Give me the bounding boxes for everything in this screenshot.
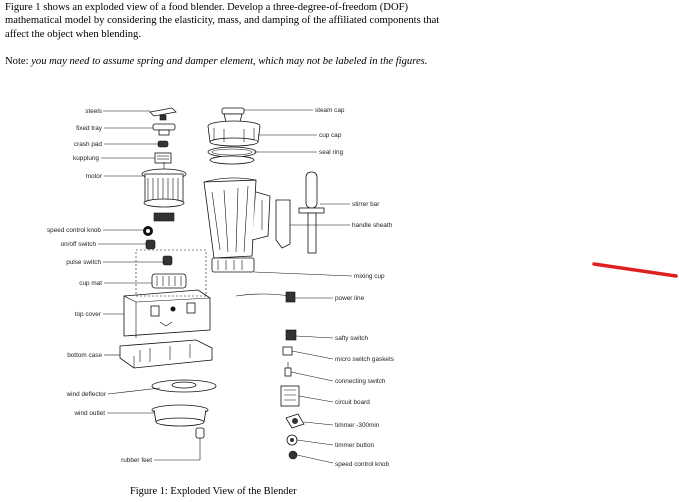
label-connecting-switch: connecting switch	[335, 378, 386, 385]
label-safty-switch: safty switch	[335, 335, 368, 342]
label-timmer-button: timmer button	[335, 442, 375, 449]
label-micro-switch-gaskets: micro switch gaskets	[335, 356, 394, 363]
note-label: Note:	[5, 56, 29, 67]
onoff-switch-part	[145, 239, 156, 250]
timmer-part	[285, 413, 305, 429]
label-stirrer-bar: stirrer bar	[352, 201, 380, 208]
pulse-switch-part	[162, 255, 173, 266]
figure-caption: Figure 1: Exploded View of the Blender	[130, 486, 297, 497]
note-text: you may need to assume spring and damper…	[31, 56, 428, 67]
label-pulse-switch: pulse switch	[66, 259, 101, 266]
circuit-board-part	[280, 385, 300, 407]
label-bottom-case: bottom case	[67, 352, 102, 359]
label-cup-mat: cup mat	[79, 280, 102, 287]
label-top-cover: top cover	[75, 311, 102, 318]
label-timmer: timmer -300min	[335, 422, 380, 429]
micro-switch-gaskets-part	[282, 346, 293, 356]
top-cover-part	[123, 249, 211, 338]
label-mixing-cup: mixing cup	[354, 273, 385, 280]
wind-deflector-part	[151, 379, 217, 393]
red-annotation-stroke	[592, 262, 678, 278]
cup-cap-part	[207, 120, 261, 147]
label-steels: steels	[85, 108, 102, 115]
cup-mat-part	[151, 273, 187, 289]
label-kupplung: kupplung	[73, 155, 99, 162]
label-crash-pad: crash pad	[74, 141, 103, 148]
mixing-cup-part	[203, 177, 271, 273]
label-wind-outlet: wind outlet	[73, 410, 105, 417]
label-motor: motor	[86, 173, 103, 180]
wind-outlet-part	[151, 404, 209, 427]
fixed-tray-part	[152, 123, 176, 136]
connecting-switch-part	[284, 362, 292, 377]
label-speed-control-knob-left: speed control knob	[47, 227, 101, 234]
label-cup-cap: cup cap	[319, 132, 342, 139]
label-power-line: power line	[335, 295, 365, 302]
label-handle-sheath: handle sheath	[352, 222, 393, 229]
stirrer-bar-part	[298, 171, 325, 254]
note-line: Note: you may need to assume spring and …	[5, 55, 427, 68]
steels-part	[149, 107, 177, 121]
safty-switch-part	[285, 329, 297, 341]
motor-part	[141, 162, 187, 222]
label-speed-control-knob-right: speed control knob	[335, 461, 389, 468]
label-fixed-tray: fixed tray	[76, 125, 103, 132]
problem-paragraph: Figure 1 shows an exploded view of a foo…	[5, 2, 440, 40]
label-seal-ring: seal ring	[319, 149, 344, 156]
speed-knob-part-right	[288, 450, 298, 460]
kupplung-part	[154, 152, 172, 164]
speed-knob-part-left	[143, 226, 153, 236]
bottom-case-part	[119, 339, 213, 369]
leader-lines	[98, 109, 353, 464]
label-onoff-switch: on/off switch	[61, 241, 97, 248]
timmer-button-part	[286, 434, 298, 446]
label-wind-deflector: wind deflector	[66, 391, 107, 398]
handle-sheath-part	[275, 199, 291, 249]
label-rubber-feet: rubber feet	[121, 457, 152, 464]
power-line-part	[235, 291, 296, 303]
label-steam-cap: steam cap	[315, 107, 345, 114]
seal-ring-part	[207, 146, 257, 165]
label-circuit-board: circuit board	[335, 399, 370, 406]
rubber-feet-part	[195, 427, 205, 439]
steam-cap-part	[221, 107, 245, 123]
crash-pad-part	[157, 140, 169, 148]
